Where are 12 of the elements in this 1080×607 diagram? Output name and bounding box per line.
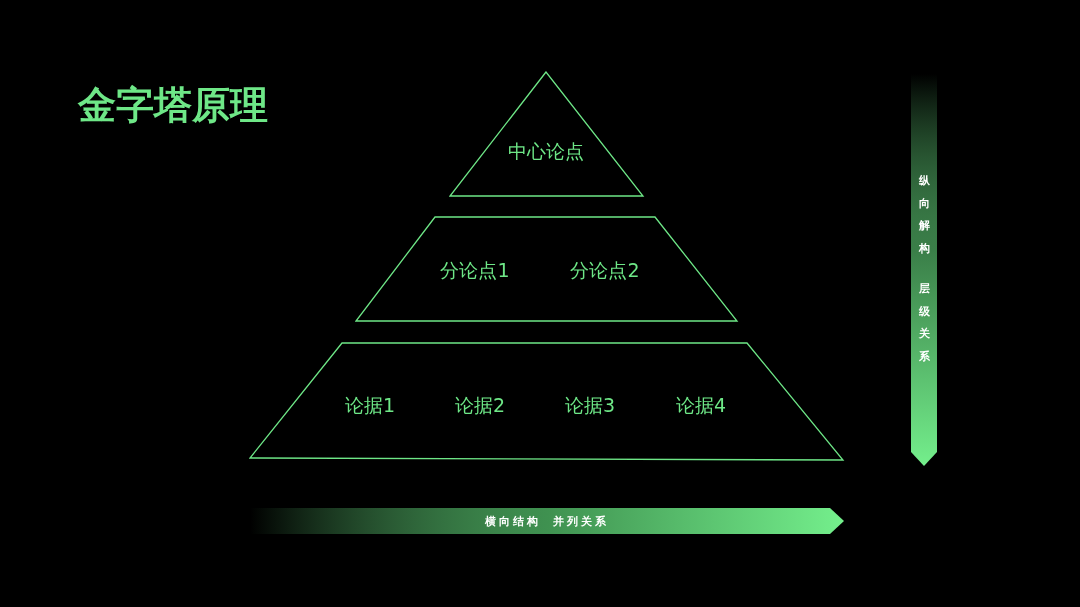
level-text: 中心论点 (508, 141, 584, 161)
level-text: 论据1 (344, 395, 396, 415)
band-text: 横向结构 (485, 515, 541, 527)
band-text: 纵向解构 (918, 173, 930, 257)
level-text: 分论点2 (570, 260, 640, 280)
level-text: 论据2 (454, 395, 506, 415)
level-text: 论据3 (564, 395, 616, 415)
title: 金字塔原理 (78, 86, 268, 124)
band-text: 层级关系 (918, 281, 930, 365)
level-text: 论据4 (675, 395, 727, 415)
band-text: 并列关系 (553, 515, 609, 527)
level-text: 分论点1 (440, 260, 510, 280)
